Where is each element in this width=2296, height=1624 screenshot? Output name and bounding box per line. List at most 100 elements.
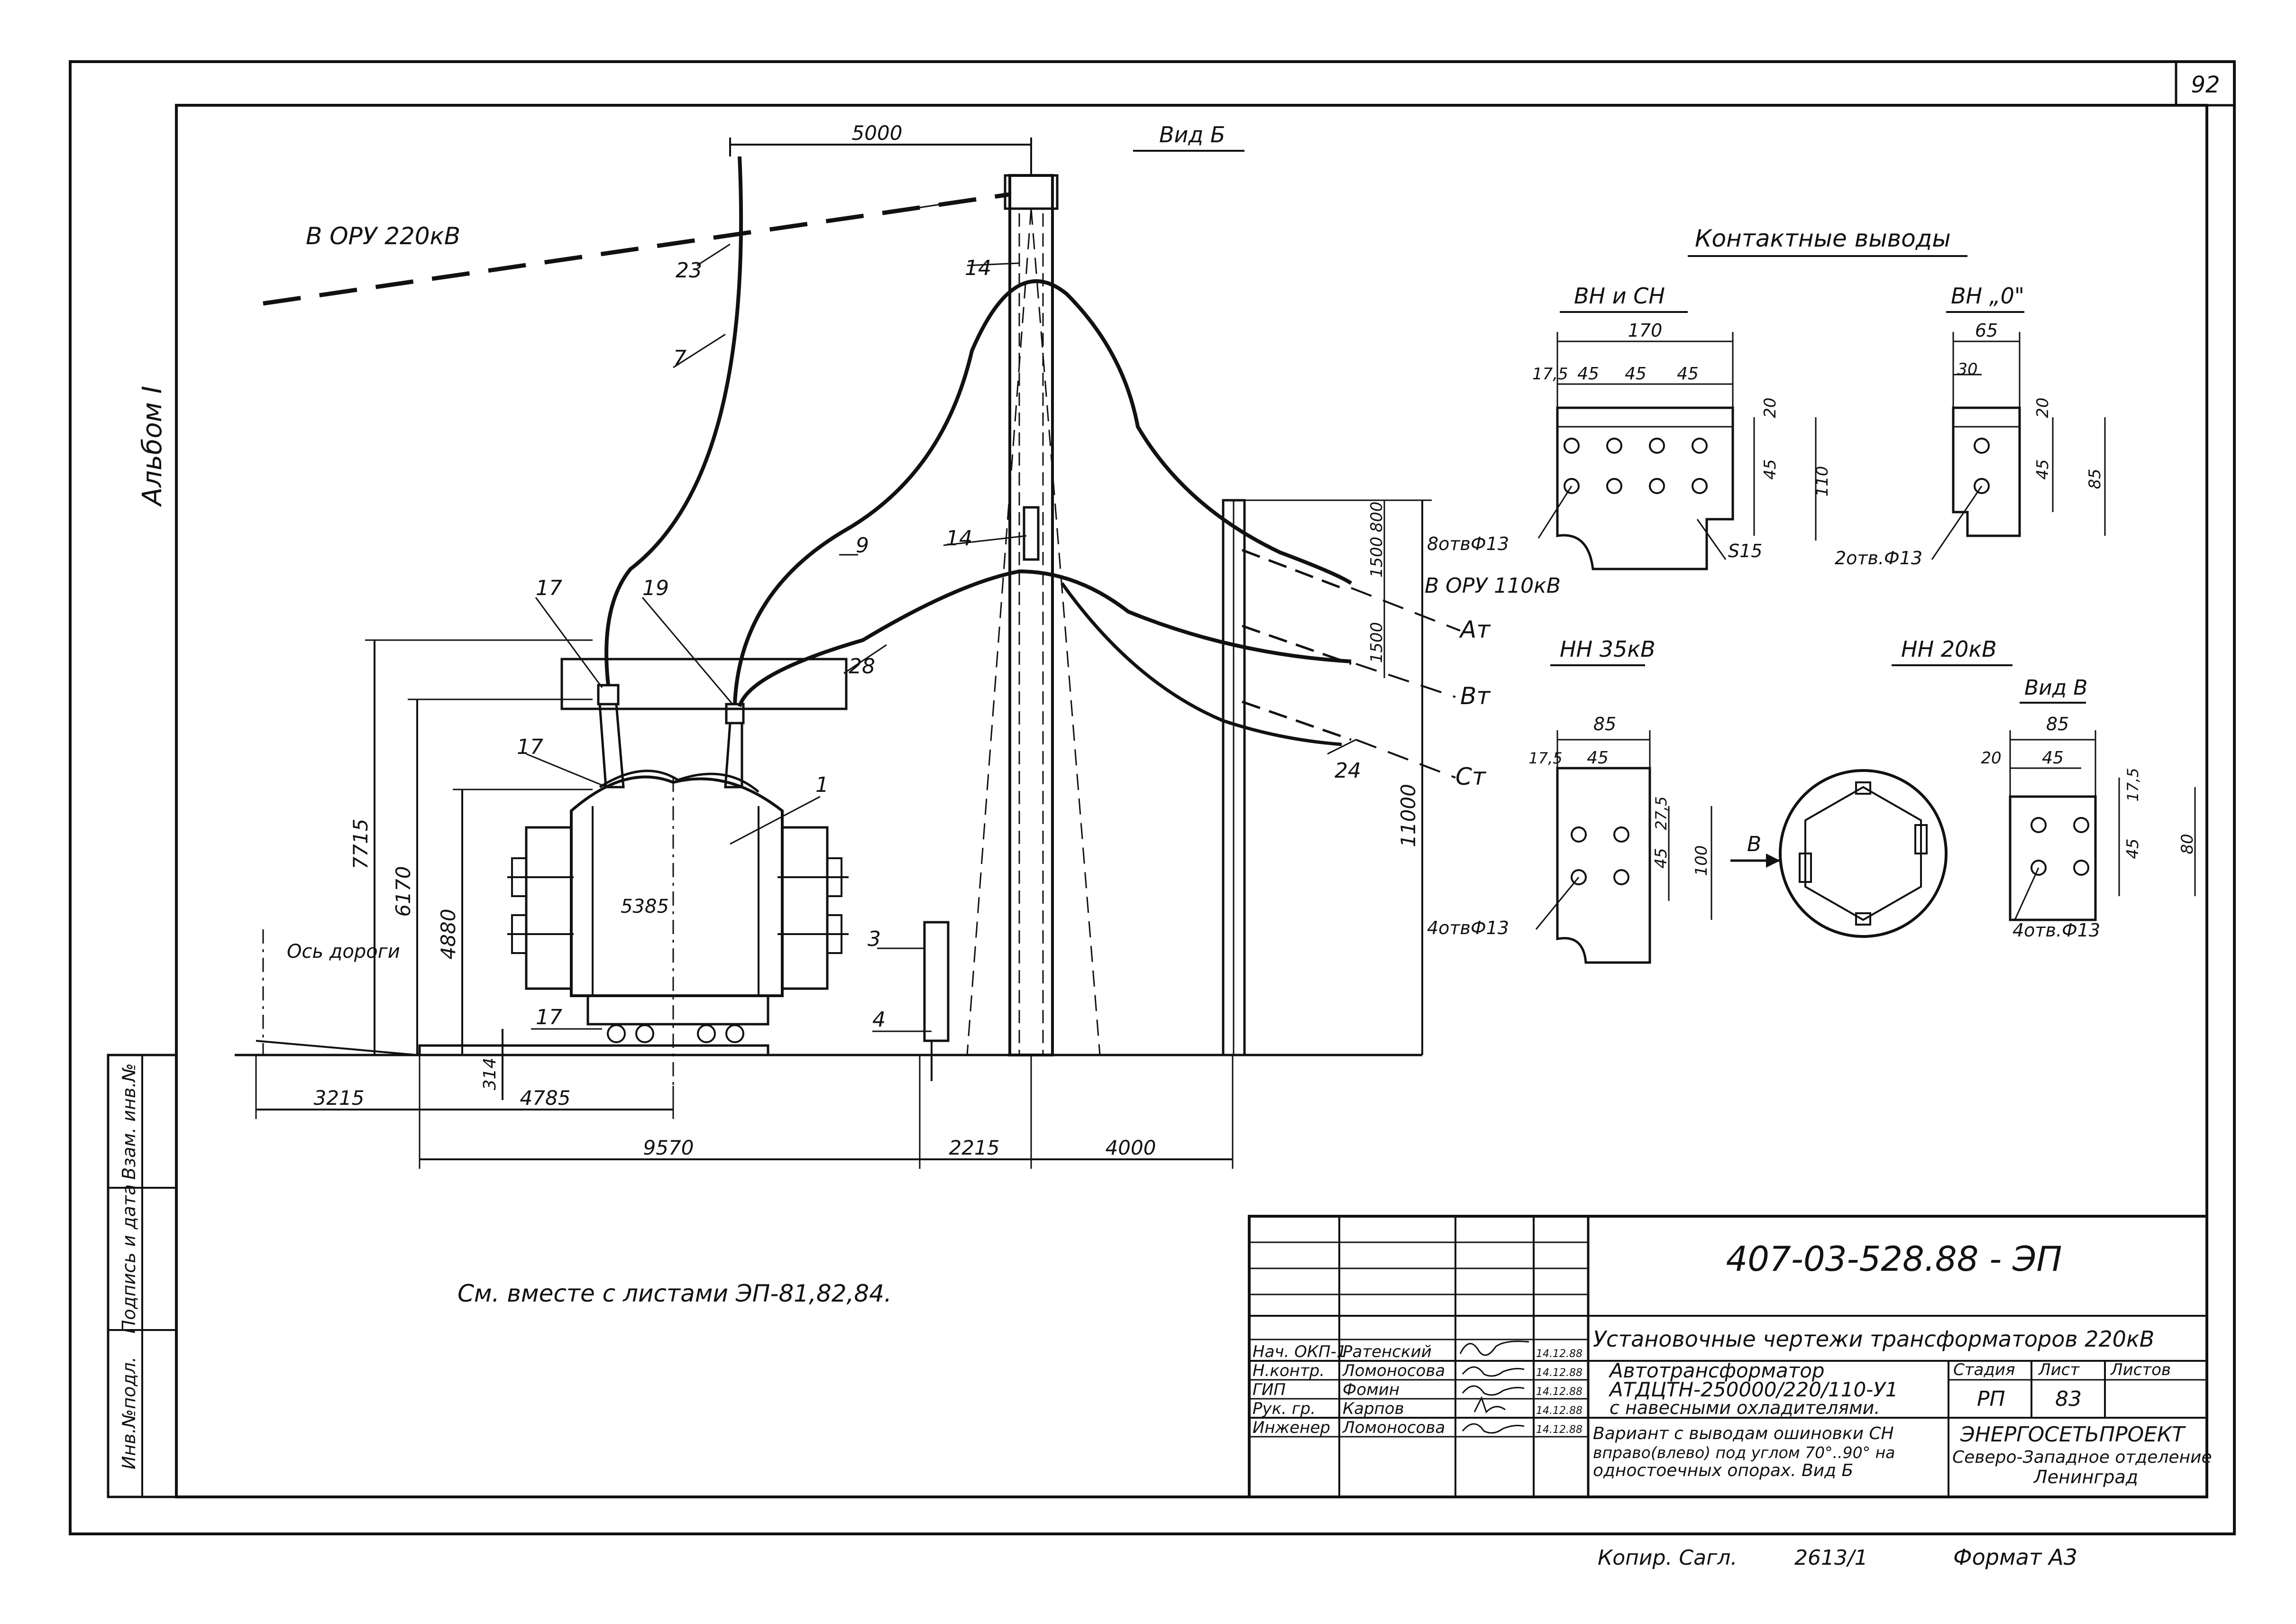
svg-text:ВН „0": ВН „0": [1951, 283, 2024, 309]
stamp-replace-inv: Взам. инв.№: [119, 1063, 139, 1180]
svg-text:Нач. ОКП-1: Нач. ОКП-1: [1253, 1342, 1346, 1361]
terminal-nh35: НН 35кВ 85 17,5 45 27,5 45 100 4отвФ13: [1427, 636, 1712, 964]
svg-text:14.12.88: 14.12.88: [1536, 1424, 1583, 1436]
label-220kv: В ОРУ 220кВ: [306, 222, 460, 250]
bus-7: [604, 156, 743, 686]
terminal-bhch: ВН и СН 170 17,5 45 45: [1427, 283, 1832, 570]
pos-28: 28: [849, 654, 875, 679]
svg-text:20: 20: [1981, 749, 2001, 768]
main-view: Вид Б В ОРУ 220кВ В ОРУ 110кВ Ат Вт Ст О…: [235, 121, 1561, 1169]
pos-17-top: 17: [536, 576, 562, 600]
svg-text:170: 170: [1628, 320, 1663, 341]
right-support: [1222, 499, 1246, 1056]
outer-frame: [69, 60, 2236, 1535]
org-name: ЭНЕРГОСЕТЬПРОЕКТ: [1960, 1422, 2186, 1447]
sheets-label: Листов: [2110, 1360, 2171, 1379]
side-stamp: Взам. инв.№ Подпись и дата Инв.№подл.: [107, 1054, 178, 1498]
copy-note: Копир. Сагл.: [1598, 1546, 1737, 1570]
dim-h1: 7715: [349, 819, 372, 870]
dim-v800: 800: [1367, 502, 1386, 532]
svg-text:НН 20кВ: НН 20кВ: [1901, 636, 1997, 662]
terminal-bh0: ВН „0" 65 30 20 45 85 2отв.Ф13: [1835, 283, 2106, 569]
svg-text:45: 45: [2042, 748, 2064, 768]
svg-text:45: 45: [1761, 459, 1780, 479]
stage-label: Стадия: [1953, 1360, 2015, 1379]
copy-number: 2613/1: [1794, 1546, 1868, 1570]
dimension-lines: [255, 138, 1432, 1169]
svg-text:Вид В: Вид В: [2024, 676, 2087, 700]
terminal-nh20: НН 20кВ Вид В В 85: [1730, 636, 2197, 941]
svg-text:ВН и СН: ВН и СН: [1574, 283, 1665, 309]
pos-23: 23: [676, 258, 702, 283]
format-label: Формат А3: [1953, 1544, 2077, 1570]
desc-line1: Автотрансформатор: [1608, 1359, 1825, 1382]
line-220kv: [263, 192, 1010, 306]
view-title: Вид Б: [1159, 122, 1225, 147]
bus-28: [738, 569, 1352, 707]
desc-line3: с навесными охладителями.: [1610, 1397, 1880, 1418]
dim-v1500a: 1500: [1367, 537, 1386, 578]
svg-text:85: 85: [2046, 714, 2069, 734]
dim-b3: 9570: [643, 1136, 694, 1159]
svg-text:4отв.Ф13: 4отв.Ф13: [2012, 920, 2100, 941]
svg-text:Инженер: Инженер: [1253, 1418, 1330, 1437]
transformer: [507, 658, 849, 1086]
var-line1: Вариант с выводам ошиновки СН: [1593, 1424, 1894, 1443]
svg-text:30: 30: [1957, 360, 1977, 379]
sheet-label: Лист: [2038, 1360, 2080, 1379]
svg-text:45: 45: [2123, 838, 2142, 859]
album-label: Альбом I: [137, 386, 168, 507]
svg-text:8отвФ13: 8отвФ13: [1427, 533, 1509, 554]
dim-b2: 4785: [520, 1086, 571, 1110]
page-number: 92: [2191, 72, 2220, 98]
staff-table: Нач. ОКП-1 Ратенский 14.12.88 Н.контр. Л…: [1253, 1342, 1583, 1437]
svg-text:Н.контр.: Н.контр.: [1253, 1361, 1325, 1380]
svg-text:14.12.88: 14.12.88: [1536, 1367, 1583, 1379]
svg-text:Ратенский: Ратенский: [1343, 1342, 1432, 1361]
doc-title: Установочные чертежи трансформаторов 220…: [1593, 1326, 2154, 1352]
dim-h2: 6170: [392, 866, 415, 917]
dim-center: 5385: [621, 896, 669, 918]
dim-b5: 4000: [1106, 1136, 1156, 1159]
stage-value: РП: [1977, 1387, 2005, 1411]
dim-base: 314: [480, 1058, 500, 1091]
svg-text:17,5: 17,5: [1532, 365, 1568, 384]
phase-ct: Ст: [1455, 763, 1487, 790]
svg-text:27,5: 27,5: [1652, 796, 1670, 830]
org-city: Ленинград: [2033, 1467, 2138, 1487]
svg-text:Рук. гр.: Рук. гр.: [1253, 1399, 1316, 1418]
pos-24: 24: [1335, 759, 1361, 783]
svg-text:45: 45: [1652, 848, 1671, 868]
stamp-inv-original: Инв.№подл.: [119, 1357, 139, 1469]
svg-text:65: 65: [1975, 320, 1998, 341]
desc-line2: АТДЦТН-250000/220/110-У1: [1608, 1378, 1898, 1401]
road-axis-label: Ось дороги: [287, 941, 400, 963]
inner-frame: [175, 104, 2208, 1498]
svg-text:85: 85: [1593, 714, 1616, 734]
label-110kv: В ОРУ 110кВ: [1425, 574, 1561, 598]
var-line2: вправо(влево) под углом 70°..90° на: [1593, 1443, 1895, 1462]
phase-bt: Вт: [1460, 682, 1491, 710]
org-branch: Северо-Западное отделение: [1952, 1448, 2212, 1467]
pos-14-mid: 14: [946, 526, 972, 551]
dim-b4: 2215: [949, 1136, 1000, 1159]
position-leaders: [526, 243, 1356, 1032]
svg-text:45: 45: [1677, 364, 1699, 384]
pos-14-top: 14: [965, 256, 991, 280]
svg-text:Ломоносова: Ломоносова: [1342, 1361, 1445, 1380]
svg-text:45: 45: [2033, 459, 2052, 479]
cabinet: [923, 921, 950, 1042]
dim-v1500b: 1500: [1367, 622, 1386, 663]
svg-text:45: 45: [1577, 364, 1599, 384]
view-arrow-label: В: [1747, 832, 1761, 856]
svg-text:17,5: 17,5: [1528, 749, 1562, 767]
svg-text:14.12.88: 14.12.88: [1536, 1386, 1583, 1398]
sheet-number: 83: [2055, 1387, 2082, 1411]
svg-text:ГИП: ГИП: [1253, 1380, 1286, 1399]
svg-text:14.12.88: 14.12.88: [1536, 1405, 1583, 1417]
pos-1: 1: [815, 773, 829, 797]
title-block: 407-03-528.88 - ЭП Установочные чертежи …: [1248, 1215, 2212, 1498]
dim-top-span: 5000: [852, 121, 903, 145]
bus-9: [733, 279, 1353, 705]
